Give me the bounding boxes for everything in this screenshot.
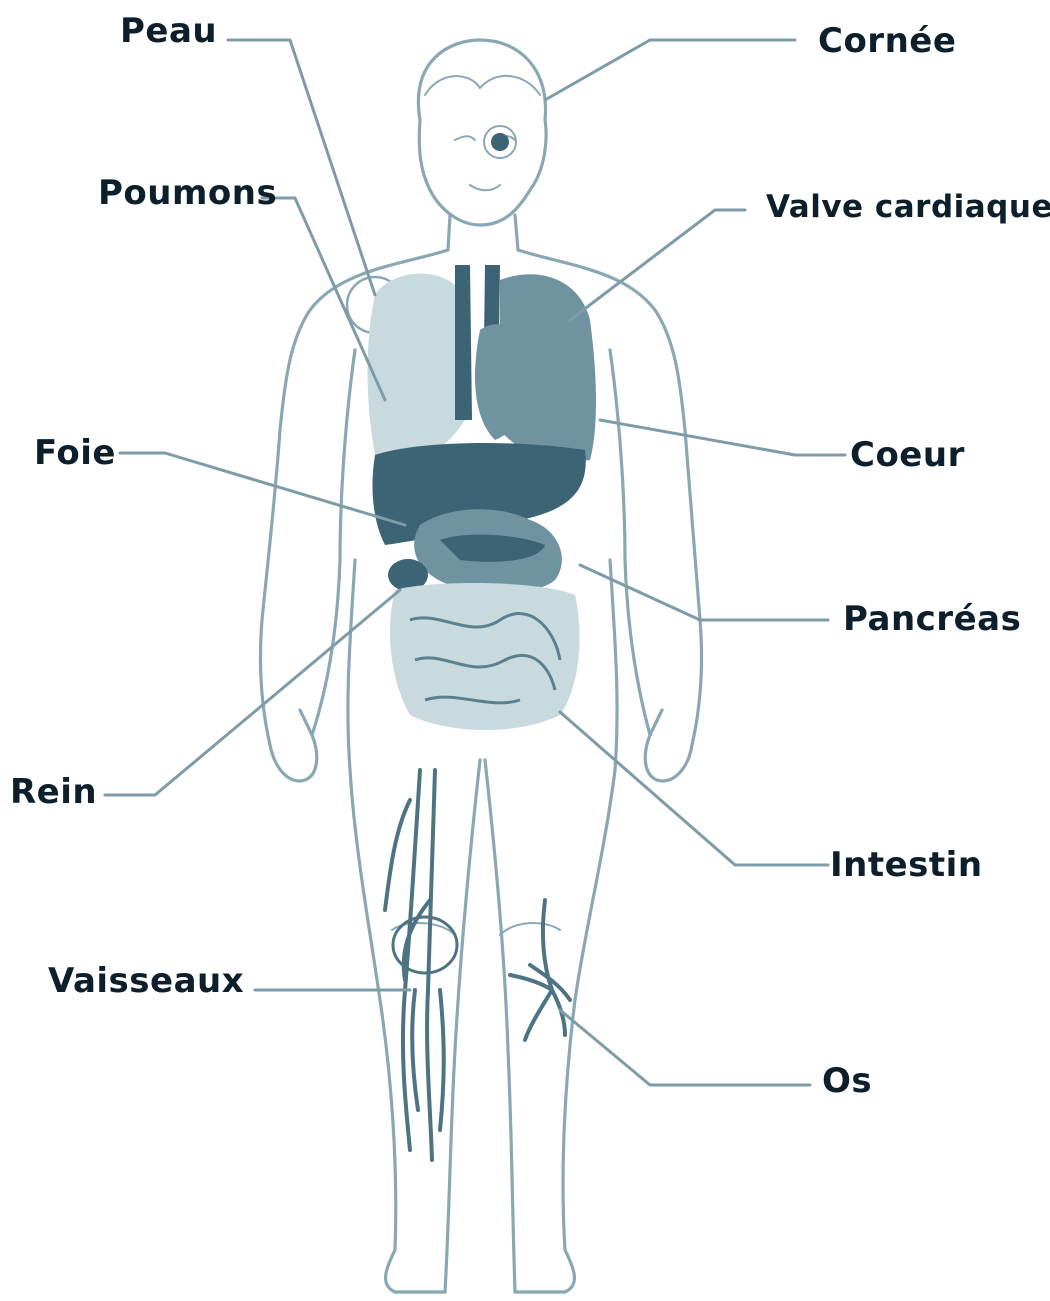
leader-foie bbox=[120, 453, 405, 525]
label-intestin: Intestin bbox=[830, 848, 983, 882]
leader-os bbox=[560, 1010, 810, 1085]
leg-vessels bbox=[385, 770, 457, 1160]
label-vaisseaux: Vaisseaux bbox=[48, 964, 244, 998]
organs bbox=[368, 265, 597, 730]
label-cornee: Cornée bbox=[818, 24, 956, 58]
label-os: Os bbox=[822, 1064, 872, 1098]
label-pancreas: Pancréas bbox=[843, 602, 1021, 636]
label-valve-cardiaque: Valve cardiaque bbox=[766, 192, 1050, 223]
knee-bone bbox=[510, 900, 570, 1040]
intestine bbox=[390, 583, 580, 730]
label-coeur: Coeur bbox=[850, 438, 965, 472]
leader-cornee bbox=[545, 40, 795, 100]
leader-poumons bbox=[262, 198, 385, 400]
label-peau: Peau bbox=[120, 14, 217, 48]
label-rein: Rein bbox=[10, 775, 97, 809]
leader-peau bbox=[228, 40, 375, 295]
leader-rein bbox=[105, 590, 400, 795]
leader-valve bbox=[570, 210, 745, 320]
label-poumons: Poumons bbox=[98, 176, 277, 210]
head-outline bbox=[418, 40, 546, 225]
leader-pancreas bbox=[580, 565, 828, 620]
left-lung bbox=[368, 274, 466, 462]
label-foie: Foie bbox=[34, 436, 116, 470]
leader-coeur bbox=[600, 420, 845, 455]
